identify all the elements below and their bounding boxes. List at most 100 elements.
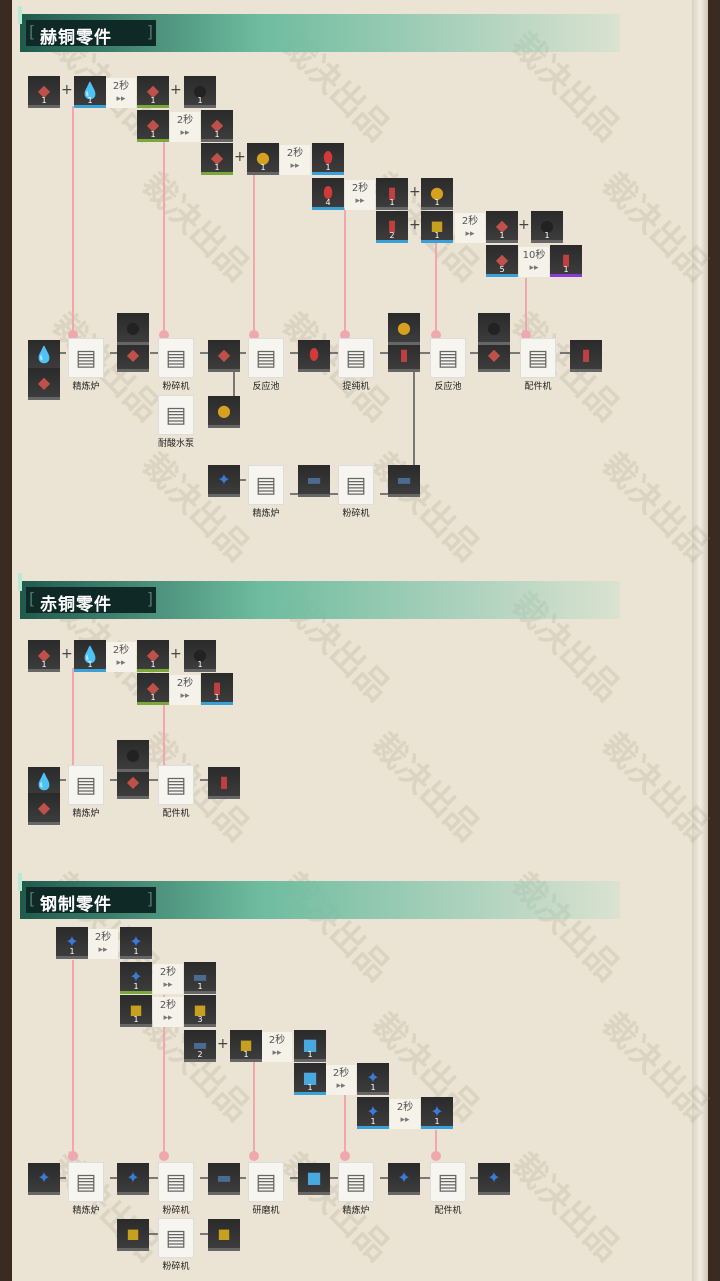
reactor-machine[interactable]: ▤ bbox=[430, 338, 466, 378]
ore-icon[interactable]: ◆1 bbox=[137, 76, 169, 108]
refinery-machine[interactable]: ▤ bbox=[68, 338, 104, 378]
acid_pump-machine[interactable]: ▤ bbox=[158, 395, 194, 435]
cube-icon[interactable]: ■ bbox=[298, 1163, 330, 1195]
part-icon[interactable]: ▮ bbox=[208, 767, 240, 799]
ore-icon[interactable]: ◆ bbox=[28, 368, 60, 400]
ore-icon[interactable]: ◆ bbox=[478, 340, 510, 372]
dust-icon[interactable]: ▬ bbox=[388, 465, 420, 497]
ore-icon[interactable]: ◆1 bbox=[486, 211, 518, 243]
water-icon[interactable]: 💧1 bbox=[74, 640, 106, 672]
part-icon[interactable]: ▮1 bbox=[376, 178, 408, 210]
parts-label: 配件机 bbox=[162, 809, 190, 819]
refinery-machine[interactable]: ▤ bbox=[248, 465, 284, 505]
plate-icon[interactable]: ◼ bbox=[117, 1219, 149, 1251]
parts-machine-icon: ▤ bbox=[527, 345, 549, 371]
parts-machine[interactable]: ▤ bbox=[430, 1162, 466, 1202]
crystal-icon[interactable]: ✦ bbox=[388, 1163, 420, 1195]
dust-icon[interactable]: ▬2 bbox=[184, 1030, 216, 1062]
crystal-icon[interactable]: ✦1 bbox=[120, 962, 152, 994]
ore-icon[interactable]: ◆ bbox=[117, 767, 149, 799]
plate-glyph: ◼ bbox=[217, 1223, 231, 1243]
ore-icon[interactable]: ◆1 bbox=[201, 110, 233, 142]
part-icon[interactable]: ▮ bbox=[388, 340, 420, 372]
crystal-icon[interactable]: ✦1 bbox=[120, 927, 152, 959]
gold-icon[interactable]: ● bbox=[208, 396, 240, 428]
ore-icon[interactable]: ◆1 bbox=[137, 640, 169, 672]
crystal-icon[interactable]: ✦ bbox=[117, 1163, 149, 1195]
part-icon[interactable]: ▮1 bbox=[550, 245, 582, 277]
ore-icon[interactable]: ◆5 bbox=[486, 245, 518, 277]
item-count: 3 bbox=[197, 1015, 203, 1024]
purifier-machine[interactable]: ▤ bbox=[338, 338, 374, 378]
plate-icon[interactable]: ◼ bbox=[208, 1219, 240, 1251]
oil-icon[interactable]: ● bbox=[117, 313, 149, 345]
gold-icon[interactable]: ●1 bbox=[421, 178, 453, 210]
acid_pump-machine-icon: ▤ bbox=[165, 402, 187, 428]
parts-machine[interactable]: ▤ bbox=[520, 338, 556, 378]
oil-icon[interactable]: ● bbox=[117, 740, 149, 772]
parts-machine[interactable]: ▤ bbox=[158, 765, 194, 805]
crystal-icon[interactable]: ✦ bbox=[208, 465, 240, 497]
oil-icon[interactable]: ● bbox=[478, 313, 510, 345]
time-badge: 2秒▸▸ bbox=[170, 675, 200, 705]
ore-icon[interactable]: ◆1 bbox=[137, 673, 169, 705]
dust-icon[interactable]: ▬1 bbox=[184, 962, 216, 994]
part-icon[interactable]: ▮1 bbox=[201, 673, 233, 705]
gold-glyph: ● bbox=[430, 182, 444, 202]
crusher-machine-icon: ▤ bbox=[165, 345, 187, 371]
part-icon[interactable]: ▮2 bbox=[376, 211, 408, 243]
crystal-icon[interactable]: ✦1 bbox=[357, 1063, 389, 1095]
crystal-icon[interactable]: ✦ bbox=[28, 1163, 60, 1195]
crystal-icon[interactable]: ✦1 bbox=[421, 1097, 453, 1129]
refinery-machine[interactable]: ▤ bbox=[68, 765, 104, 805]
oil-icon[interactable]: ●1 bbox=[531, 211, 563, 243]
cube-icon[interactable]: ■1 bbox=[294, 1030, 326, 1062]
crusher-machine[interactable]: ▤ bbox=[338, 465, 374, 505]
ore-icon[interactable]: ◆1 bbox=[28, 76, 60, 108]
item-count: 2 bbox=[389, 231, 395, 240]
reactor-machine[interactable]: ▤ bbox=[248, 338, 284, 378]
ore-icon[interactable]: ◆1 bbox=[201, 143, 233, 175]
crusher-machine[interactable]: ▤ bbox=[158, 1162, 194, 1202]
ore-icon[interactable]: ◆ bbox=[208, 340, 240, 372]
dust-icon[interactable]: ▬ bbox=[208, 1163, 240, 1195]
crystal-icon[interactable]: ✦ bbox=[478, 1163, 510, 1195]
flask-icon[interactable]: ⬮ bbox=[298, 340, 330, 372]
ore-icon[interactable]: ◆ bbox=[117, 340, 149, 372]
plate-icon[interactable]: ◼3 bbox=[184, 995, 216, 1027]
crystal-icon[interactable]: ✦1 bbox=[357, 1097, 389, 1129]
water-icon[interactable]: 💧1 bbox=[74, 76, 106, 108]
cube-glyph: ■ bbox=[306, 1167, 322, 1187]
item-count: 1 bbox=[197, 660, 203, 669]
refinery-machine-icon: ▤ bbox=[75, 1169, 97, 1195]
header-title-box: 赫铜零件 bbox=[26, 20, 156, 48]
crystal-glyph: ✦ bbox=[366, 1101, 380, 1121]
part-icon[interactable]: ▮ bbox=[570, 340, 602, 372]
crystal-glyph: ✦ bbox=[397, 1167, 411, 1187]
ore-icon[interactable]: ◆1 bbox=[28, 640, 60, 672]
oil-icon[interactable]: ●1 bbox=[184, 640, 216, 672]
plate-icon[interactable]: ◼1 bbox=[230, 1030, 262, 1062]
flask-glyph: ⬮ bbox=[322, 147, 334, 167]
flask-icon[interactable]: ⬮1 bbox=[312, 143, 344, 175]
crusher-machine[interactable]: ▤ bbox=[158, 338, 194, 378]
water-icon[interactable]: 💧 bbox=[28, 340, 60, 372]
crystal-icon[interactable]: ✦1 bbox=[56, 927, 88, 959]
refinery-machine[interactable]: ▤ bbox=[68, 1162, 104, 1202]
gold-icon[interactable]: ● bbox=[388, 313, 420, 345]
time-badge: 2秒▸▸ bbox=[88, 929, 118, 959]
cube-icon[interactable]: ■1 bbox=[294, 1063, 326, 1095]
plate-icon[interactable]: ◼1 bbox=[120, 995, 152, 1027]
flask-icon[interactable]: ⬮4 bbox=[312, 178, 344, 210]
refinery-machine[interactable]: ▤ bbox=[338, 1162, 374, 1202]
plate-icon[interactable]: ◼1 bbox=[421, 211, 453, 243]
grinder-machine[interactable]: ▤ bbox=[248, 1162, 284, 1202]
gold-icon[interactable]: ●1 bbox=[247, 143, 279, 175]
plus-sign: + bbox=[409, 184, 421, 200]
ore-icon[interactable]: ◆1 bbox=[137, 110, 169, 142]
oil-icon[interactable]: ●1 bbox=[184, 76, 216, 108]
ore-icon[interactable]: ◆ bbox=[28, 793, 60, 825]
dust-icon[interactable]: ▬ bbox=[298, 465, 330, 497]
grinder-label: 研磨机 bbox=[252, 1206, 280, 1216]
crusher-machine[interactable]: ▤ bbox=[158, 1218, 194, 1258]
